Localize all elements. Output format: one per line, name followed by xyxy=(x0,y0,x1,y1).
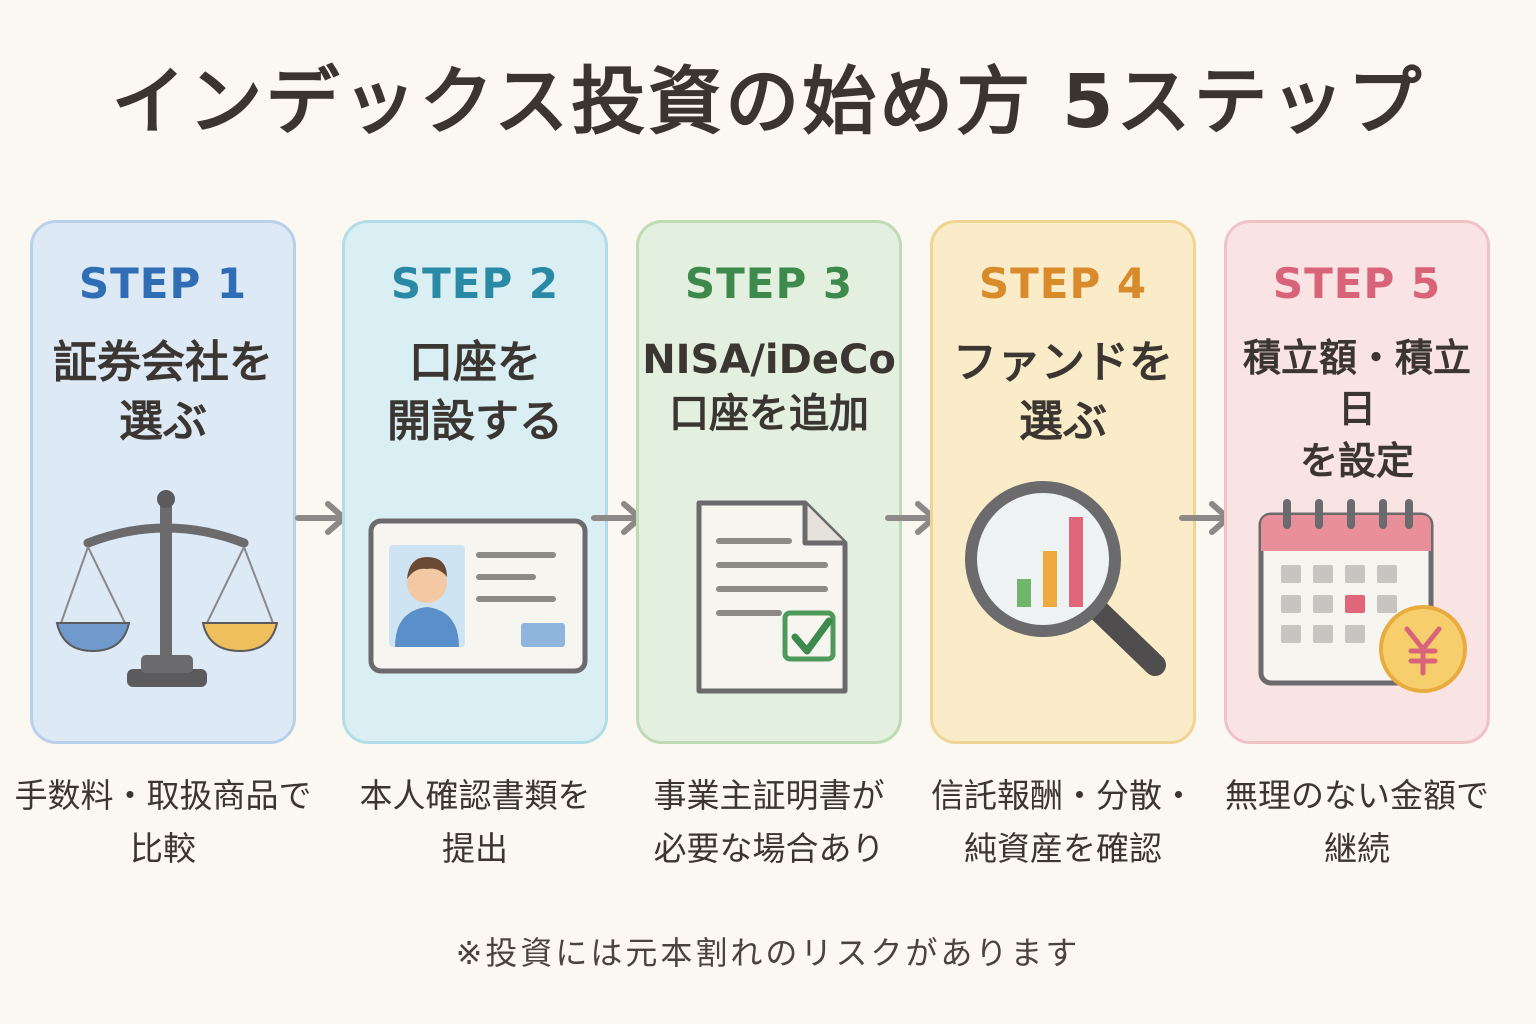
magnifier-chart-icon xyxy=(965,481,1166,676)
step-description: 事業主証明書が 必要な場合あり xyxy=(619,770,919,876)
scale-icon xyxy=(55,490,279,687)
step-title-line: を設定 xyxy=(1299,438,1414,483)
step-title-line: 口座を xyxy=(409,337,541,388)
step-card-3: STEP 3 NISA/iDeCo 口座を追加 xyxy=(636,220,902,744)
step-card-5: STEP 5 積立額・積立日 を設定 xyxy=(1224,220,1490,744)
step-title-line: 積立額・積立日 xyxy=(1242,336,1471,432)
step-title-line: NISA/iDeCo xyxy=(642,337,896,383)
step-label: STEP 4 xyxy=(978,259,1148,308)
risk-disclaimer: ※投資には元本割れのリスクがあります xyxy=(455,934,1081,972)
step-description-line: 事業主証明書が xyxy=(653,776,885,815)
calendar-yen-icon xyxy=(1258,499,1467,693)
document-check-icon xyxy=(696,500,848,694)
step-title-line: 証券会社を xyxy=(53,337,273,388)
step-description-line: 必要な場合あり xyxy=(653,828,885,868)
step-description: 信託報酬・分散・ 純資産を確認 xyxy=(913,770,1213,876)
step-title: ファンドを 選ぶ xyxy=(933,333,1193,452)
step-description-line: 継続 xyxy=(1324,828,1390,868)
step-label: STEP 1 xyxy=(78,259,248,308)
step-description: 本人確認書類を 提出 xyxy=(325,770,625,876)
step-card-4: STEP 4 ファンドを 選ぶ xyxy=(930,220,1196,744)
step-label: STEP 2 xyxy=(390,259,560,308)
page-title: インデックス投資の始め方 5ステップ xyxy=(111,59,1425,145)
step-title-line: 選ぶ xyxy=(1019,396,1107,448)
step-description-line: 無理のない金額で xyxy=(1225,776,1489,815)
step-label: STEP 5 xyxy=(1272,259,1442,308)
step-title-line: 開設する xyxy=(387,396,563,448)
step-title: 証券会社を 選ぶ xyxy=(33,333,293,452)
step-description-line: 手数料・取扱商品で xyxy=(14,776,312,815)
step-title: 口座を 開設する xyxy=(345,333,605,452)
step-card-1: STEP 1 証券会社を 選ぶ xyxy=(30,220,296,744)
step-description-line: 比較 xyxy=(130,828,196,868)
step-title: 積立額・積立日 を設定 xyxy=(1227,333,1487,487)
step-title-line: 口座を追加 xyxy=(669,391,869,437)
step-description-line: 純資産を確認 xyxy=(964,828,1162,868)
step-description-line: 信託報酬・分散・ xyxy=(931,776,1195,815)
step-card-2: STEP 2 口座を 開設する xyxy=(342,220,608,744)
step-title-line: ファンドを xyxy=(953,337,1173,388)
step-description-line: 提出 xyxy=(442,828,508,868)
id-card-icon xyxy=(368,518,588,674)
step-title-line: 選ぶ xyxy=(119,396,207,448)
step-description-line: 本人確認書類を xyxy=(359,776,591,815)
step-description: 無理のない金額で 継続 xyxy=(1207,770,1507,876)
step-title: NISA/iDeCo 口座を追加 xyxy=(639,333,899,441)
step-description: 手数料・取扱商品で 比較 xyxy=(13,770,313,876)
step-label: STEP 3 xyxy=(684,259,854,308)
